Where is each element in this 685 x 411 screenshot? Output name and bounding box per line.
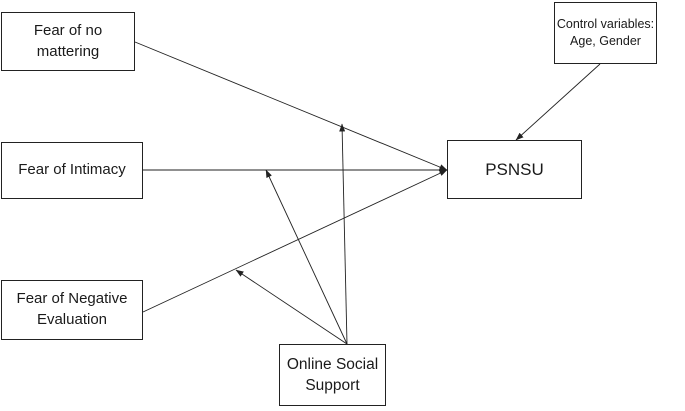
fear-of-no-mattering-label: Fear of no mattering [33,21,103,60]
online-social-support-label: Online Social Support [286,355,379,394]
psnsu-label: PSNSU [485,159,544,179]
arrow-support-moderates-intimacy [265,169,348,345]
arrow-negative-eval-to-psnsu [142,169,448,313]
fear-of-intimacy-label: Fear of Intimacy [18,161,126,179]
fear-of-negative-evaluation-label: Fear of Negative Evaluation [16,290,128,328]
arrow-support-moderates-no-mattering [339,123,348,345]
psnsu-box: PSNSU [447,140,582,199]
online-social-support-box: Online Social Support [279,344,386,406]
fear-of-intimacy-box: Fear of Intimacy [1,142,143,199]
fear-of-no-mattering-box: Fear of no mattering [1,12,135,71]
control-variables-label: Control variables: Age, Gender [556,16,655,48]
control-variables-box: Control variables: Age, Gender [554,2,657,64]
fear-of-negative-evaluation-box: Fear of Negative Evaluation [1,280,143,340]
arrow-support-moderates-negative-eval [235,269,348,345]
arrow-no-mattering-to-psnsu [134,41,448,171]
arrow-control-to-psnsu [515,63,601,141]
